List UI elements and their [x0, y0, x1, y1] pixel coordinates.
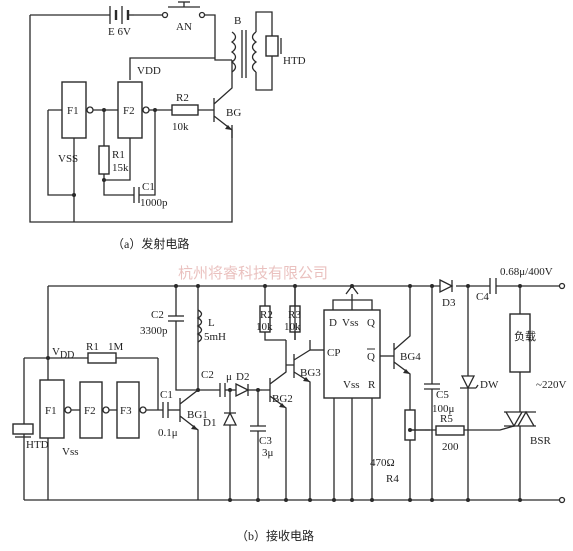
- resistor-r2-tx: [171, 104, 199, 116]
- resistor-r1-rx: [87, 352, 117, 364]
- ff-d-label: D: [329, 317, 337, 329]
- c1-value-rx: 0.1μ: [158, 427, 178, 439]
- r2-name-rx: R2: [260, 309, 273, 321]
- transformer-label: B: [234, 15, 241, 27]
- gate-f2-label-tx: F2: [123, 105, 135, 117]
- gate-f1-rx: [39, 379, 65, 439]
- receiver-circuit: VDD R1 1M F1 F2 F3 Vss HTD C1 0.1μ: [12, 108, 566, 543]
- battery-label: E 6V: [108, 26, 131, 38]
- c2-tank-value: 3300p: [140, 325, 168, 337]
- diode-d3: [439, 278, 454, 294]
- caption-transmitter: （a）发射电路: [112, 236, 189, 251]
- load-label: 负载: [514, 329, 536, 343]
- c1-value-tx: 1000p: [140, 197, 168, 209]
- r4-value-rx: 470Ω: [370, 457, 395, 469]
- r2-name-tx: R2: [176, 92, 189, 104]
- c2-tank-name: C2: [151, 309, 164, 321]
- c2-name-rx: C2: [201, 369, 214, 381]
- r2-value-tx: 10k: [172, 121, 189, 133]
- transistor-bg2: [262, 340, 287, 500]
- c4-value: 0.68μ/400V: [500, 266, 553, 278]
- switch-label: AN: [176, 21, 192, 33]
- d2-label: D2: [236, 371, 249, 383]
- bsr-label: BSR: [530, 435, 551, 447]
- inductor-l-name: L: [208, 317, 215, 329]
- c2-unit-rx: μ: [226, 371, 232, 383]
- ff-q-label: Q: [367, 317, 375, 329]
- resistor-r5-rx: [435, 425, 465, 436]
- r4-name-rx: R4: [386, 473, 399, 485]
- r1-name-tx: R1: [112, 149, 125, 161]
- c3-value: 3μ: [262, 447, 274, 459]
- htd-label-rx: HTD: [26, 439, 49, 451]
- ff-vss-label: Vss: [343, 379, 360, 391]
- c1-name-tx: C1: [142, 181, 155, 193]
- r5-value-rx: 200: [442, 441, 459, 453]
- bg4-label: BG4: [400, 351, 421, 363]
- ff-cp-label: CP: [327, 347, 340, 359]
- ff-qbar-label: Q: [367, 351, 375, 363]
- htd-transducer-rx: [12, 423, 34, 438]
- gate-f1-label-rx: F1: [45, 405, 57, 417]
- d3-label: D3: [442, 297, 456, 309]
- battery-e: [109, 6, 134, 24]
- htd-transducer-tx: [265, 35, 282, 57]
- triac-bsr: [504, 410, 536, 500]
- gate-f2-label-rx: F2: [84, 405, 96, 417]
- c1-name-rx: C1: [160, 389, 173, 401]
- transformer-b: [230, 11, 273, 91]
- gate-f2-tx: [117, 81, 143, 139]
- gate-f3-label-rx: F3: [120, 405, 132, 417]
- load-box: [509, 313, 531, 373]
- transistor-bg3: [286, 286, 311, 500]
- caption-receiver: （b）接收电路: [236, 528, 314, 543]
- resistor-r4-rx: [404, 409, 416, 441]
- switch-an: [161, 1, 206, 19]
- gate-f1-label-tx: F1: [67, 105, 79, 117]
- bg-label-tx: BG: [226, 107, 241, 119]
- diode-d1: [222, 390, 238, 500]
- bg2-label: BG2: [272, 393, 293, 405]
- ff-r-label: R: [368, 379, 376, 391]
- htd-label-tx: HTD: [283, 55, 306, 67]
- ff-vss-top-label: Vss: [342, 317, 359, 329]
- vss-label-tx: VSS: [58, 153, 78, 165]
- c5-name: C5: [436, 389, 449, 401]
- dw-label: DW: [480, 379, 499, 391]
- transistor-bg4: [393, 286, 411, 410]
- transmitter-circuit: E 6V AN B HTD VDD F1: [29, 1, 306, 251]
- r3-value-rx: 10k: [284, 321, 301, 333]
- bg3-label: BG3: [300, 367, 321, 379]
- bg1-label: BG1: [187, 409, 208, 421]
- c4-name: C4: [476, 291, 489, 303]
- vss-label-rx: Vss: [62, 446, 79, 458]
- resistor-r1-tx: [98, 145, 110, 175]
- r1-name-rx: R1: [86, 341, 99, 353]
- inductor-l-value: 5mH: [204, 331, 226, 343]
- r1-value-tx: 15k: [112, 162, 129, 174]
- transistor-bg-tx: [198, 60, 233, 138]
- c5-value: 100μ: [432, 403, 455, 415]
- r1-value-rx: 1M: [108, 341, 124, 353]
- c3-name: C3: [259, 435, 272, 447]
- d1-label: D1: [203, 417, 216, 429]
- vdd-label-tx: VDD: [137, 65, 161, 77]
- junction-dots: [46, 108, 522, 502]
- zener-dw: [460, 286, 479, 500]
- transistor-bg1: [179, 286, 199, 500]
- r5-name-rx: R5: [440, 413, 453, 425]
- mains-label: ~220V: [536, 379, 566, 391]
- watermark-text: 杭州将睿科技有限公司: [178, 264, 328, 282]
- vdd-label-rx: VDD: [52, 346, 74, 361]
- r2-value-rx: 10k: [256, 321, 273, 333]
